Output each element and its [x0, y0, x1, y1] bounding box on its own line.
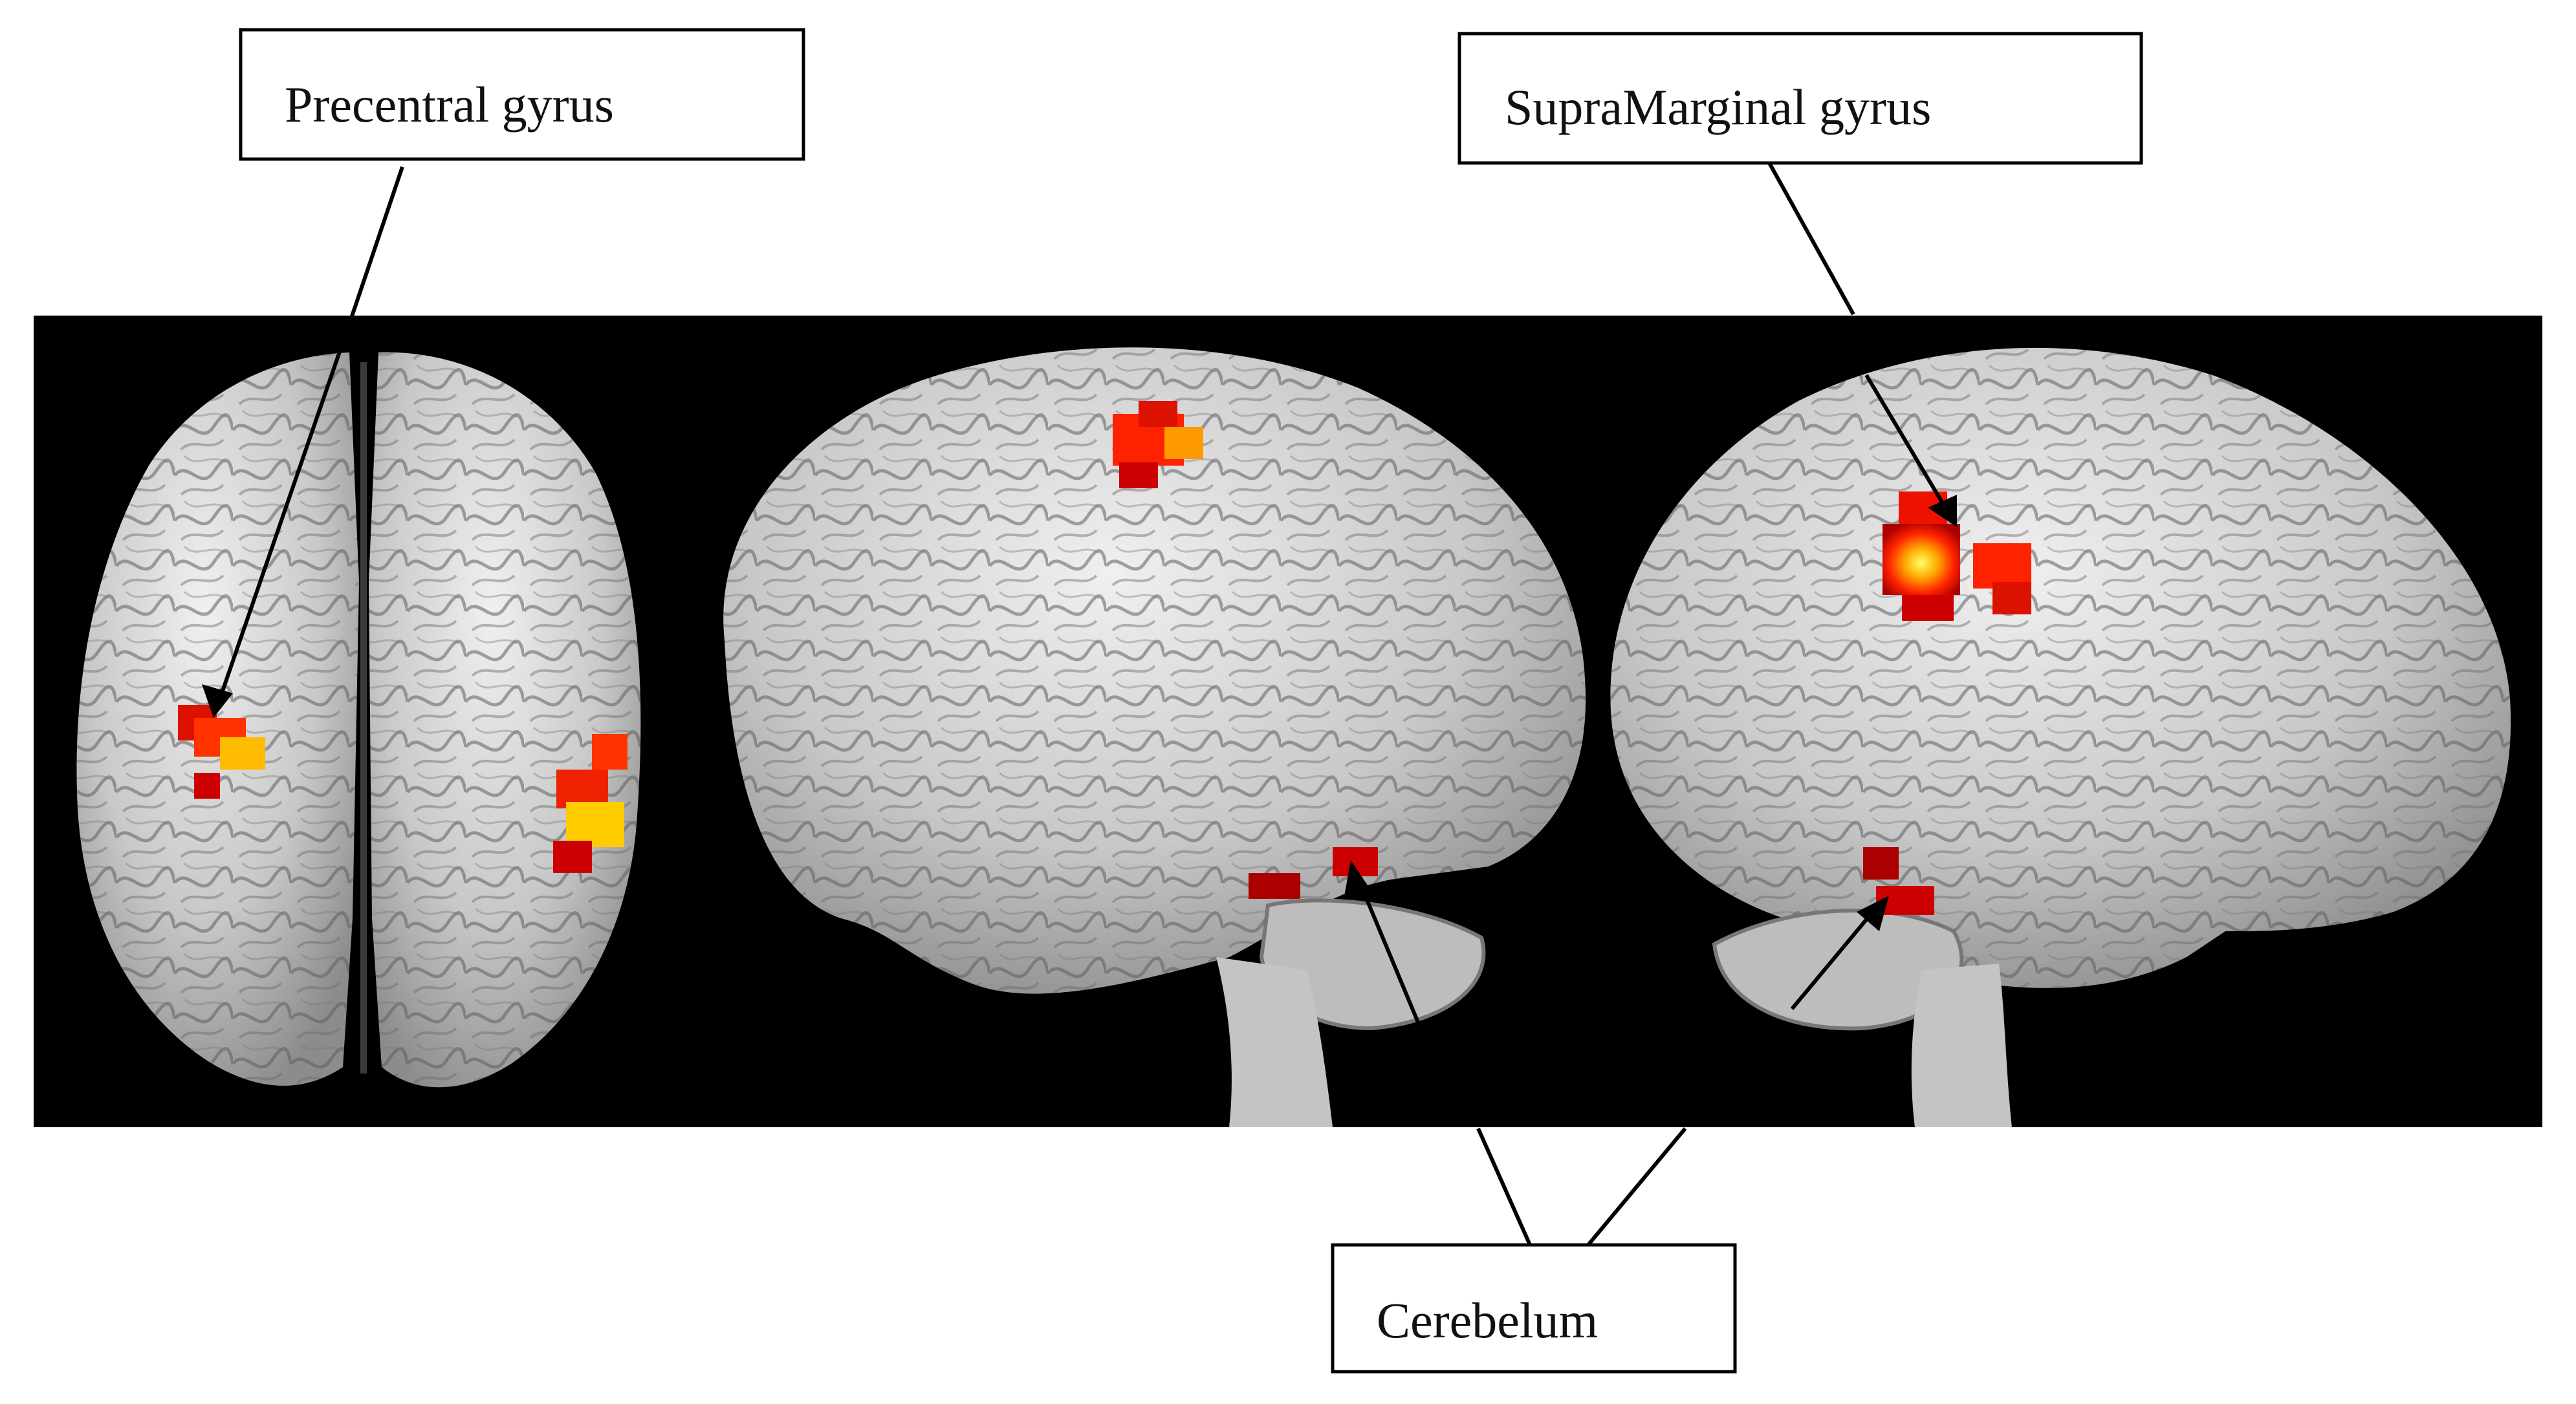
left-sagittal-brain-view	[723, 347, 1586, 1127]
precentral-leader-line	[351, 166, 404, 315]
supramarginal-label-box	[1457, 32, 2143, 165]
cerebellum-arrow-left	[1357, 878, 1425, 1036]
left-brainstem	[1216, 957, 1333, 1127]
left-cerebellum-activation	[1249, 847, 1378, 899]
supramarginal-label: SupraMarginal gyrus	[1505, 79, 1931, 135]
precentral-callout: Precentral gyrus	[202, 28, 805, 718]
precentral-arrow-head	[202, 684, 233, 718]
supramarginal-callout: SupraMarginal gyrus	[1457, 32, 2143, 527]
supramarginal-arrow-head	[1928, 495, 1957, 527]
cerebellum-label: Cerebelum	[1377, 1292, 1598, 1348]
precentral-label: Precentral gyrus	[285, 76, 614, 133]
cerebellum-arrow-right	[1790, 911, 1875, 1010]
cerebellum-leader-right-lower	[1586, 1127, 1687, 1246]
axial-brain-view	[76, 352, 641, 1088]
supramarginal-leader-line	[1767, 162, 1855, 316]
cerebellum-arrow-left-head	[1344, 860, 1371, 896]
cerebellum-label-box	[1331, 1243, 1737, 1374]
precentral-activation	[178, 705, 265, 799]
right-sagittal-brain-view	[1610, 347, 2511, 1127]
supramarginal-arrow-line	[1864, 374, 1949, 512]
right-lateral-activation	[553, 734, 628, 873]
cerebellum-leader-left-lower	[1476, 1127, 1532, 1246]
cerebellum-arrow-right-head	[1857, 896, 1889, 931]
left-parietal-activation	[1113, 401, 1203, 488]
right-brainstem	[1911, 964, 2012, 1127]
cerebellum-callout: Cerebelum	[1331, 860, 1889, 1374]
precentral-label-box	[239, 28, 805, 161]
precentral-arrow-line	[218, 314, 355, 699]
